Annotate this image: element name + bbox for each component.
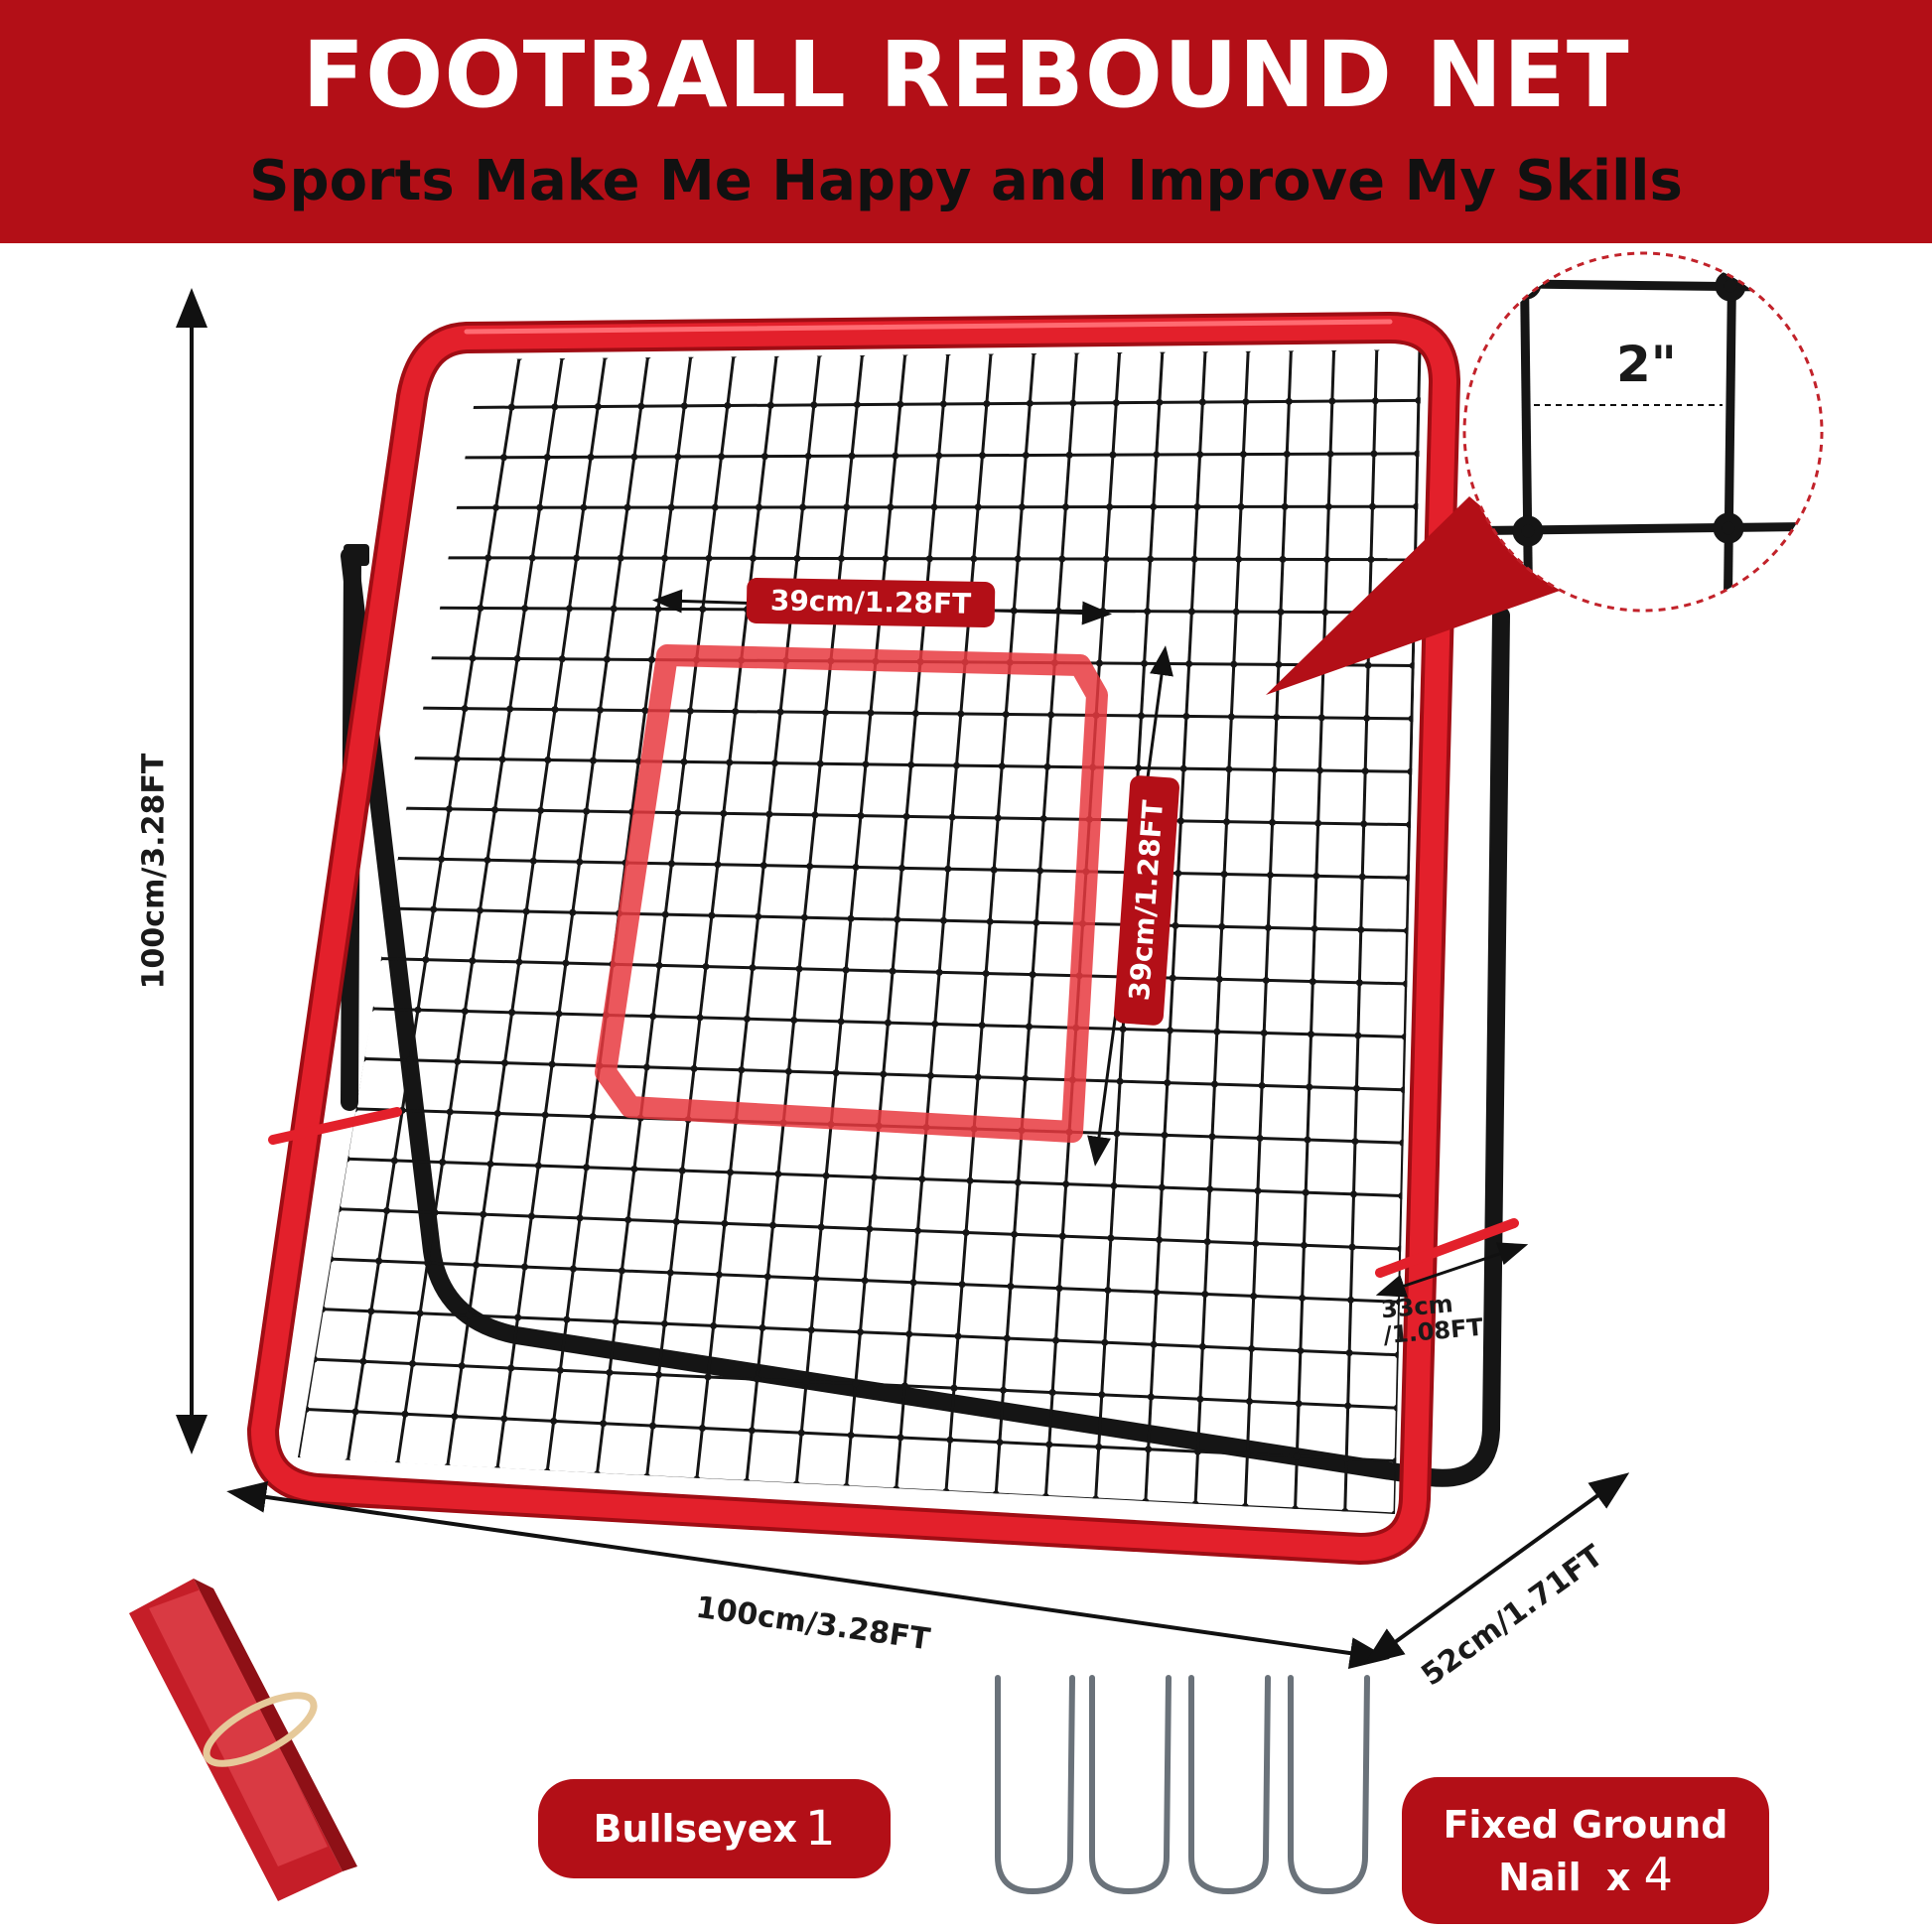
ground-nail-qty: 4 <box>1643 1847 1673 1901</box>
leg-dimension-label: 33cm /1.08FT <box>1380 1289 1484 1349</box>
ground-nail-line2: Nail x 4 <box>1498 1850 1673 1902</box>
page-subtitle: Sports Make Me Happy and Improve My Skil… <box>249 149 1683 213</box>
bullseye-pill: Bullseyex 1 <box>538 1779 891 1878</box>
mesh-zoom-callout <box>1266 251 1824 695</box>
depth-arrow <box>1363 1472 1630 1665</box>
ground-nail-label: Nail <box>1498 1855 1582 1899</box>
bullseye-label: Bullseyex <box>593 1807 797 1851</box>
target-square <box>595 644 1108 1143</box>
mesh-size-label: 2" <box>1616 336 1677 393</box>
leg-arrow <box>1375 1242 1529 1298</box>
ground-nail-x: x <box>1605 1855 1631 1899</box>
rear-support-frame <box>341 547 1510 1487</box>
ground-nail-icons <box>995 1675 1370 1895</box>
target-width-tag: 39cm/1.28FT <box>746 577 996 628</box>
header-banner <box>0 0 1932 243</box>
height-dimension-label: 100cm/3.28FT <box>136 753 172 990</box>
rear-frame-cap <box>344 544 369 566</box>
ground-nail-line1: Fixed Ground <box>1443 1802 1728 1847</box>
bullseye-qty: 1 <box>804 1801 836 1857</box>
page-title: FOOTBALL REBOUND NET <box>302 22 1630 128</box>
width-arrow <box>226 1481 1390 1669</box>
net-mesh <box>298 349 1422 1514</box>
ground-nail-pill: Fixed Ground Nail x 4 <box>1402 1777 1769 1924</box>
bullseye-strap-icon <box>129 1579 357 1901</box>
